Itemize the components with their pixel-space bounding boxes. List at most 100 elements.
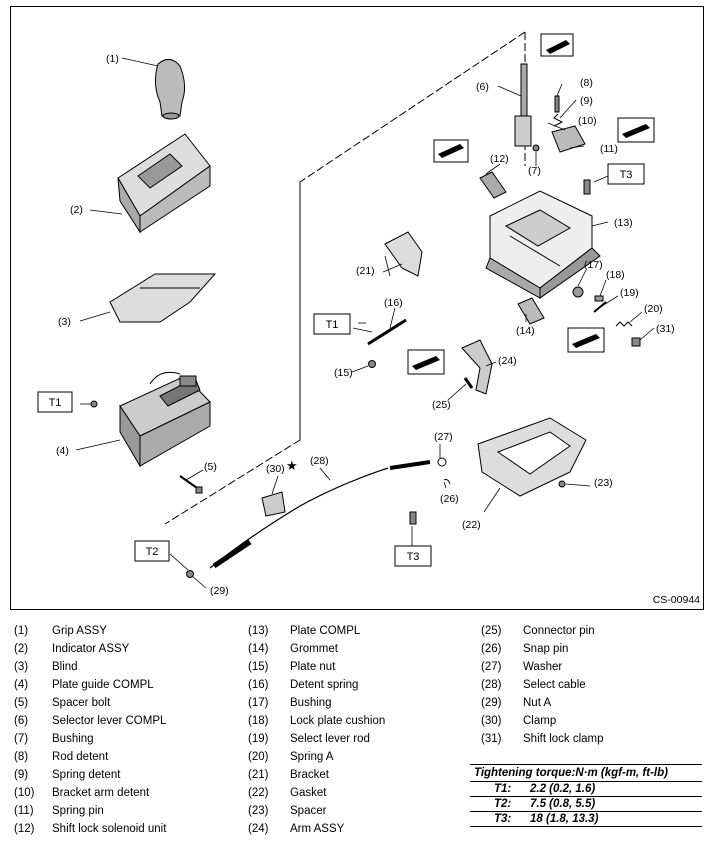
legend-column-1: (1)Grip ASSY(2)Indicator ASSY(3)Blind(4)… xyxy=(14,622,166,838)
legend-item: (22)Gasket xyxy=(248,784,385,802)
callout-2: (2) xyxy=(70,204,83,216)
legend-number: (2) xyxy=(14,643,29,655)
legend-part-name: Snap pin xyxy=(523,643,569,655)
legend-column-2: (13)Plate COMPL(14)Grommet(15)Plate nut(… xyxy=(248,622,385,838)
callout-23: (23) xyxy=(594,477,613,489)
legend-number: (30) xyxy=(481,715,502,727)
svg-text:T1: T1 xyxy=(326,319,339,331)
legend-part-name: Spacer xyxy=(290,805,327,817)
legend-item: (11)Spring pin xyxy=(14,802,166,820)
torque-key: T1: xyxy=(494,783,512,795)
legend-part-name: Arm ASSY xyxy=(290,823,345,835)
legend-number: (17) xyxy=(248,697,269,709)
torque-value: 2.2 (0.2, 1.6) xyxy=(530,783,596,795)
legend-item: (19)Select lever rod xyxy=(248,730,385,748)
callout-18: (18) xyxy=(606,269,625,281)
legend-number: (24) xyxy=(248,823,269,835)
legend-item: (16)Detent spring xyxy=(248,676,385,694)
torque-tag-t1-right: T1 xyxy=(313,313,351,335)
callout-9: (9) xyxy=(580,95,593,107)
legend-part-name: Indicator ASSY xyxy=(52,643,130,655)
callout-16: (16) xyxy=(384,297,403,309)
gasket-part xyxy=(477,417,587,497)
callout-13: (13) xyxy=(614,217,633,229)
torque-value: 7.5 (0.8, 5.5) xyxy=(530,798,596,810)
legend-item: (3)Blind xyxy=(14,658,166,676)
callout-12: (12) xyxy=(490,153,509,165)
legend-item: (1)Grip ASSY xyxy=(14,622,166,640)
callout-7: (7) xyxy=(528,165,541,177)
legend-number: (1) xyxy=(14,625,29,637)
legend-column-3: (25)Connector pin(26)Snap pin(27)Washer(… xyxy=(481,622,604,748)
bushing-7-part xyxy=(532,144,540,152)
callout-28: (28) xyxy=(310,455,329,467)
legend-number: (23) xyxy=(248,805,269,817)
spacer-part xyxy=(558,480,566,488)
plate-nut-part xyxy=(368,360,376,368)
legend-number: (25) xyxy=(481,625,502,637)
legend-item: (10)Bracket arm detent xyxy=(14,784,166,802)
t3-lower-bolt-part xyxy=(409,511,417,525)
callout-25: (25) xyxy=(432,399,451,411)
legend-number: (13) xyxy=(248,625,269,637)
legend-item: (7)Bushing xyxy=(14,730,166,748)
svg-text:T3: T3 xyxy=(620,169,633,181)
legend-part-name: Plate COMPL xyxy=(290,625,361,637)
legend-part-name: Grommet xyxy=(290,643,338,655)
callout-4: (4) xyxy=(56,445,69,457)
legend-item: (28)Select cable xyxy=(481,676,604,694)
grommet-part xyxy=(517,297,545,325)
legend-part-name: Shift lock clamp xyxy=(523,733,604,745)
callout-26: (26) xyxy=(440,493,459,505)
legend-part-name: Selector lever COMPL xyxy=(52,715,167,727)
callout-1: (1) xyxy=(106,53,119,65)
callout-30: (30) xyxy=(266,463,285,475)
legend-number: (12) xyxy=(14,823,35,835)
exploded-diagram: T1 T1 T2 T3 T3 (1) (2) (3) (4) (5) (6) (… xyxy=(37,31,675,597)
legend-number: (4) xyxy=(14,679,29,691)
legend-number: (18) xyxy=(248,715,269,727)
legend-item: (30)Clamp xyxy=(481,712,604,730)
torque-row: T3:18 (1.8, 13.3) xyxy=(470,812,702,827)
callout-19: (19) xyxy=(620,287,639,299)
spring-detent-part xyxy=(553,113,564,127)
legend-item: (23) Spacer xyxy=(248,802,385,820)
legend-item: (31)Shift lock clamp xyxy=(481,730,604,748)
svg-text:T1: T1 xyxy=(49,397,62,409)
diagram-frame xyxy=(10,6,704,610)
indicator-assy-part xyxy=(117,133,211,234)
legend-item: (24) Arm ASSY xyxy=(248,820,385,838)
legend-item: (8)Rod detent xyxy=(14,748,166,766)
legend-item: (12)Shift lock solenoid unit xyxy=(14,820,166,838)
bushing-17-part xyxy=(572,286,584,298)
dashed-outline xyxy=(164,31,526,525)
legend-item: (4)Plate guide COMPL xyxy=(14,676,166,694)
torque-tag-t3-top: T3 xyxy=(607,163,645,185)
legend-number: (19) xyxy=(248,733,269,745)
lock-plate-cushion-part xyxy=(594,295,604,302)
callout-14: (14) xyxy=(516,325,535,337)
bracket-part xyxy=(384,231,423,277)
spacer-bolt-part xyxy=(179,475,203,494)
legend-item: (26)Snap pin xyxy=(481,640,604,658)
torque-tag-t3-bottom: T3 xyxy=(394,545,432,567)
legend-number: (29) xyxy=(481,697,502,709)
snap-pin-part xyxy=(443,479,451,485)
legend-number: (5) xyxy=(14,697,29,709)
legend-number: (20) xyxy=(248,751,269,763)
torque-header: Tightening torque:N·m (kgf-m, ft-lb) xyxy=(470,764,702,782)
torque-tag-t2: T2 xyxy=(134,540,170,562)
legend-part-name: Lock plate cushion xyxy=(290,715,386,727)
bracket-arm-detent-part xyxy=(551,125,586,153)
torque-value: 18 (1.8, 13.3) xyxy=(530,813,599,825)
legend-part-name: Spring A xyxy=(290,751,334,763)
selector-lever-part xyxy=(514,63,532,147)
callout-29: (29) xyxy=(210,585,229,597)
legend-item: (6)Selector lever COMPL xyxy=(14,712,166,730)
legend-part-name: Nut A xyxy=(523,697,552,709)
arm-assy-part xyxy=(461,339,493,395)
grease-icon xyxy=(567,327,605,353)
grease-icon xyxy=(540,33,574,57)
torque-key: T2: xyxy=(494,798,512,810)
legend-part-name: Bracket xyxy=(290,769,329,781)
